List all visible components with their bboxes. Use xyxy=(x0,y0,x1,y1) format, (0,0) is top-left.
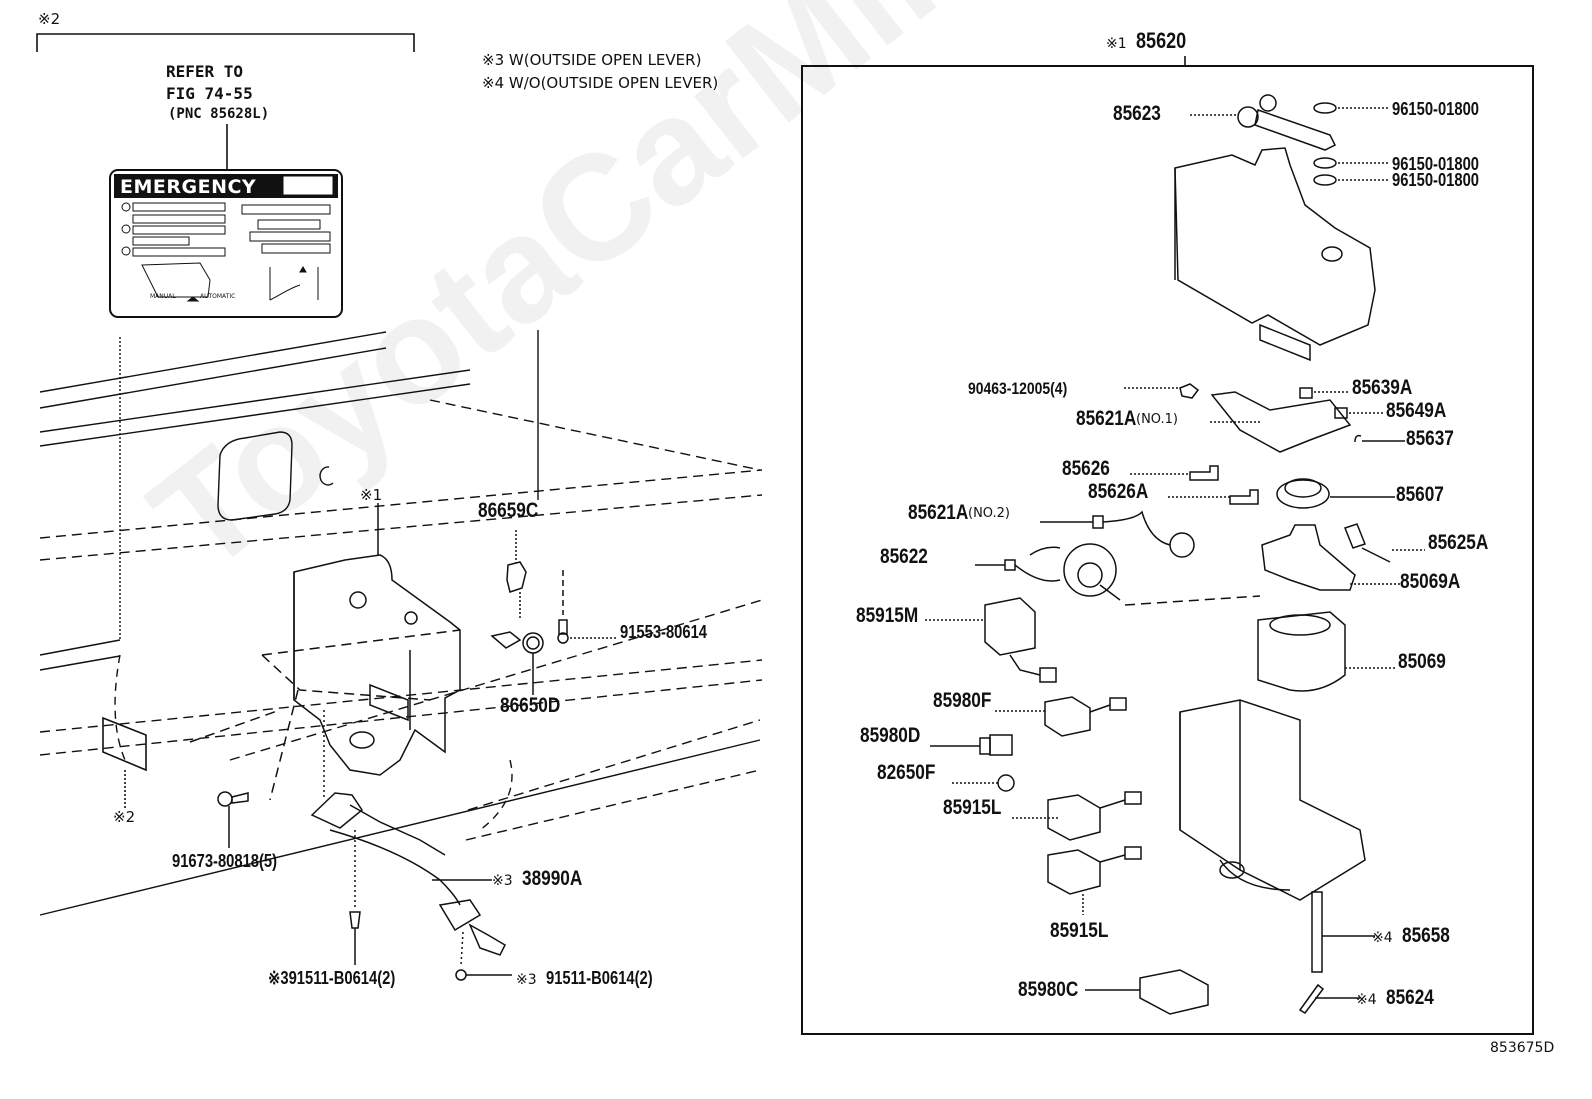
part-85915L-a[interactable]: 85915L xyxy=(943,796,1002,819)
part-85069[interactable]: 85069 xyxy=(1398,650,1446,673)
part-85620[interactable]: 85620 xyxy=(1136,28,1187,53)
assembly-title: ※1 85620 xyxy=(1106,28,1197,53)
assembly-marker: ※1 xyxy=(1106,36,1127,52)
part-85622[interactable]: 85622 xyxy=(880,545,928,568)
part-85624[interactable]: 85624 xyxy=(1386,986,1435,1009)
part-91673-80818[interactable]: 91673-80818(5) xyxy=(172,851,278,871)
part-85915L-b[interactable]: 85915L xyxy=(1050,919,1109,942)
part-85623[interactable]: 85623 xyxy=(1113,102,1161,125)
footnote-3: ※3 W(OUTSIDE OPEN LEVER) xyxy=(482,51,702,69)
plate-marker: ※2 xyxy=(113,808,136,826)
part-85626A[interactable]: 85626A xyxy=(1088,480,1149,503)
label-manual-text: MANUAL xyxy=(150,293,176,300)
part-85069A[interactable]: 85069A xyxy=(1400,570,1461,593)
part-85980C[interactable]: 85980C xyxy=(1018,978,1079,1001)
part-85639A[interactable]: 85639A xyxy=(1352,376,1413,399)
open-lever-cable xyxy=(310,792,512,981)
label-automatic-text: AUTOMATIC xyxy=(200,293,236,300)
part-91553-80614[interactable]: 91553-80614 xyxy=(620,622,708,642)
footnote-4: ※4 W/O(OUTSIDE OPEN LEVER) xyxy=(482,74,719,92)
note3-marker-38990A: ※3 xyxy=(492,873,513,889)
part-91511-right-group: ※3 91511-B0614(2) xyxy=(516,969,676,988)
plate-part xyxy=(102,716,147,772)
figure-id: 853675D xyxy=(1490,1040,1555,1056)
ref2-marker: ※2 xyxy=(38,10,61,28)
part-96150-01800-a[interactable]: 96150-01800 xyxy=(1392,99,1480,119)
assembly-marker-installed: ※1 xyxy=(360,486,383,504)
part-85980D[interactable]: 85980D xyxy=(860,724,921,747)
part-90463-12005[interactable]: 90463-12005(4) xyxy=(968,379,1068,398)
part-96150-01800-b[interactable]: 96150-01800 xyxy=(1392,154,1480,174)
refer-to-line1: REFER TO xyxy=(166,62,244,81)
part-85624-group: ※4 85624 xyxy=(1356,987,1445,1008)
part-86659C[interactable]: 86659C xyxy=(478,499,539,522)
part-85621A-no2-sub: (NO.2) xyxy=(968,506,1010,521)
note3-marker-91511: ※3 xyxy=(516,972,537,988)
part-85980F[interactable]: 85980F xyxy=(933,689,992,712)
ref2-bracket xyxy=(36,33,415,52)
assembly-box xyxy=(801,65,1534,1035)
emergency-label-panel xyxy=(109,169,343,318)
part-85658-group: ※4 85658 xyxy=(1372,925,1461,946)
part-91511-B0614-left[interactable]: ※391511-B0614(2) xyxy=(268,968,396,988)
part-38990A[interactable]: 38990A xyxy=(522,867,583,890)
part-85621A-no2-group: 85621A (NO.2) xyxy=(908,501,1010,524)
part-85607[interactable]: 85607 xyxy=(1396,483,1444,506)
emergency-label-title: EMERGENCY xyxy=(120,176,257,198)
part-96150-01800-c[interactable]: 96150-01800 xyxy=(1392,170,1480,190)
bolt-91673 xyxy=(217,791,249,848)
part-85625A[interactable]: 85625A xyxy=(1428,531,1489,554)
part-85649A[interactable]: 85649A xyxy=(1386,399,1447,422)
part-82650F[interactable]: 82650F xyxy=(877,761,936,784)
note4-marker-85624: ※4 xyxy=(1356,992,1377,1008)
lock-cylinder-parts xyxy=(490,530,618,695)
part-38990A-group: ※3 38990A xyxy=(492,868,596,889)
part-85621A-no1-sub: (NO.1) xyxy=(1136,412,1178,427)
part-85637[interactable]: 85637 xyxy=(1406,427,1454,450)
vehicle-body-outline xyxy=(39,330,763,916)
refer-to-line3: (PNC 85628L) xyxy=(168,106,270,122)
part-85658[interactable]: 85658 xyxy=(1402,924,1451,947)
assembly-exploded-view xyxy=(925,94,1425,1015)
actuator-assembly-installed xyxy=(189,503,461,801)
refer-to-line2: FIG 74-55 xyxy=(166,84,253,103)
part-86650D[interactable]: 86650D xyxy=(500,694,561,717)
part-85621A-no2[interactable]: 85621A xyxy=(908,501,969,524)
part-85626[interactable]: 85626 xyxy=(1062,457,1110,480)
part-91511-B0614-right[interactable]: 91511-B0614(2) xyxy=(546,968,653,988)
note4-marker-85658: ※4 xyxy=(1372,930,1393,946)
part-85621A-no1-group: 85621A (NO.1) xyxy=(1076,407,1178,430)
part-85915M[interactable]: 85915M xyxy=(856,604,919,627)
part-85621A-no1[interactable]: 85621A xyxy=(1076,407,1137,430)
